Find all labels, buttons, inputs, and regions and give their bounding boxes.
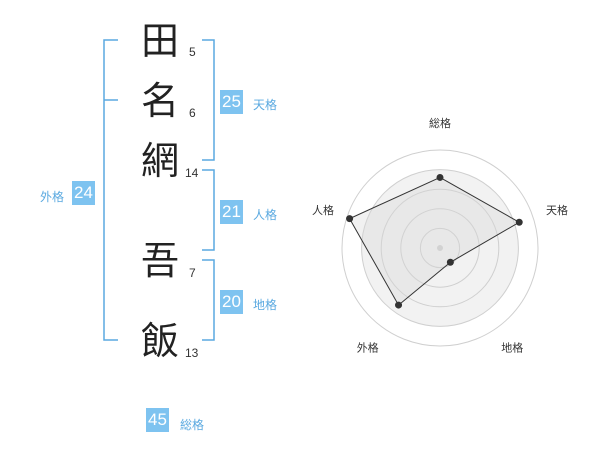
radar-point-4 bbox=[395, 301, 403, 309]
gaikaku-bracket bbox=[103, 39, 118, 341]
tenkaku-label: 天格 bbox=[253, 98, 278, 112]
stroke-count-3: 14 bbox=[185, 166, 199, 180]
radar-ring bbox=[419, 227, 461, 269]
soukaku-value: 45 bbox=[146, 408, 169, 432]
gaikaku-label: 外格 bbox=[40, 190, 65, 204]
radar-ring bbox=[380, 188, 500, 308]
radar-point-1 bbox=[436, 173, 444, 181]
radar-ring bbox=[400, 208, 480, 288]
radar-point-5 bbox=[346, 215, 354, 223]
name-char-1: 田 bbox=[140, 19, 179, 63]
name-char-5: 飯 bbox=[140, 319, 179, 363]
stroke-count-5: 13 bbox=[185, 346, 199, 360]
tenkaku-value: 25 bbox=[220, 90, 243, 114]
radar-axis-label-5: 人格 bbox=[312, 203, 334, 217]
radar-axis-label-3: 地格 bbox=[501, 341, 523, 355]
chikaku-label: 地格 bbox=[253, 298, 278, 312]
tenkaku-bracket bbox=[202, 39, 215, 161]
chikaku-value: 20 bbox=[220, 290, 243, 314]
chikaku-bracket bbox=[202, 259, 215, 341]
jinkaku-value: 21 bbox=[220, 200, 243, 224]
radar-series-polygon bbox=[348, 176, 521, 306]
soukaku-label: 総格 bbox=[180, 418, 205, 432]
jinkaku-label: 人格 bbox=[253, 208, 278, 222]
name-char-3: 網 bbox=[140, 139, 179, 183]
name-char-2: 名 bbox=[140, 79, 179, 123]
radar-axis-label-2: 天格 bbox=[546, 203, 568, 217]
radar-point-3 bbox=[446, 258, 454, 266]
gaikaku-value: 24 bbox=[72, 181, 95, 205]
stroke-count-1: 5 bbox=[189, 45, 196, 59]
radar-center bbox=[437, 245, 443, 251]
jinkaku-bracket bbox=[202, 169, 215, 251]
radar-axis-label-1: 総格 bbox=[429, 116, 451, 130]
stroke-count-2: 6 bbox=[189, 106, 196, 120]
radar-axis-label-4: 外格 bbox=[357, 341, 379, 355]
radar-point-2 bbox=[515, 218, 523, 226]
stroke-count-4: 7 bbox=[189, 266, 196, 280]
name-char-4: 吾 bbox=[140, 239, 179, 283]
